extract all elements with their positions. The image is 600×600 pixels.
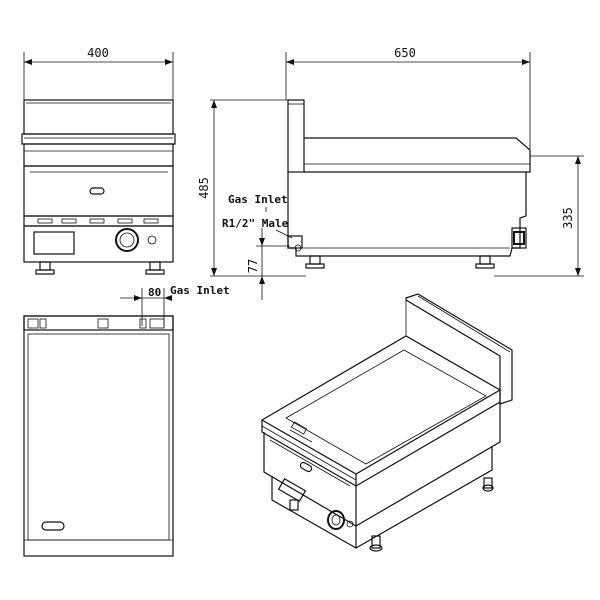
isometric-view xyxy=(260,293,513,552)
dim-inlet-height: 77 xyxy=(246,259,260,273)
dim-front-width: 400 xyxy=(87,46,109,60)
gas-inlet-spec-label: R1/2" Male xyxy=(222,217,289,230)
dim-inlet-offset: 80 xyxy=(148,286,161,299)
side-view: 650 485 335 xyxy=(197,46,584,300)
front-view: 400 xyxy=(21,46,176,275)
top-view: 80 Gas Inlet xyxy=(23,284,230,557)
dim-side-depth: 650 xyxy=(394,46,416,60)
dim-body-height: 335 xyxy=(561,207,575,229)
gas-inlet-label: Gas Inlet xyxy=(228,193,288,206)
gas-inlet-top-label: Gas Inlet xyxy=(170,284,230,297)
dim-total-height: 485 xyxy=(197,177,211,199)
